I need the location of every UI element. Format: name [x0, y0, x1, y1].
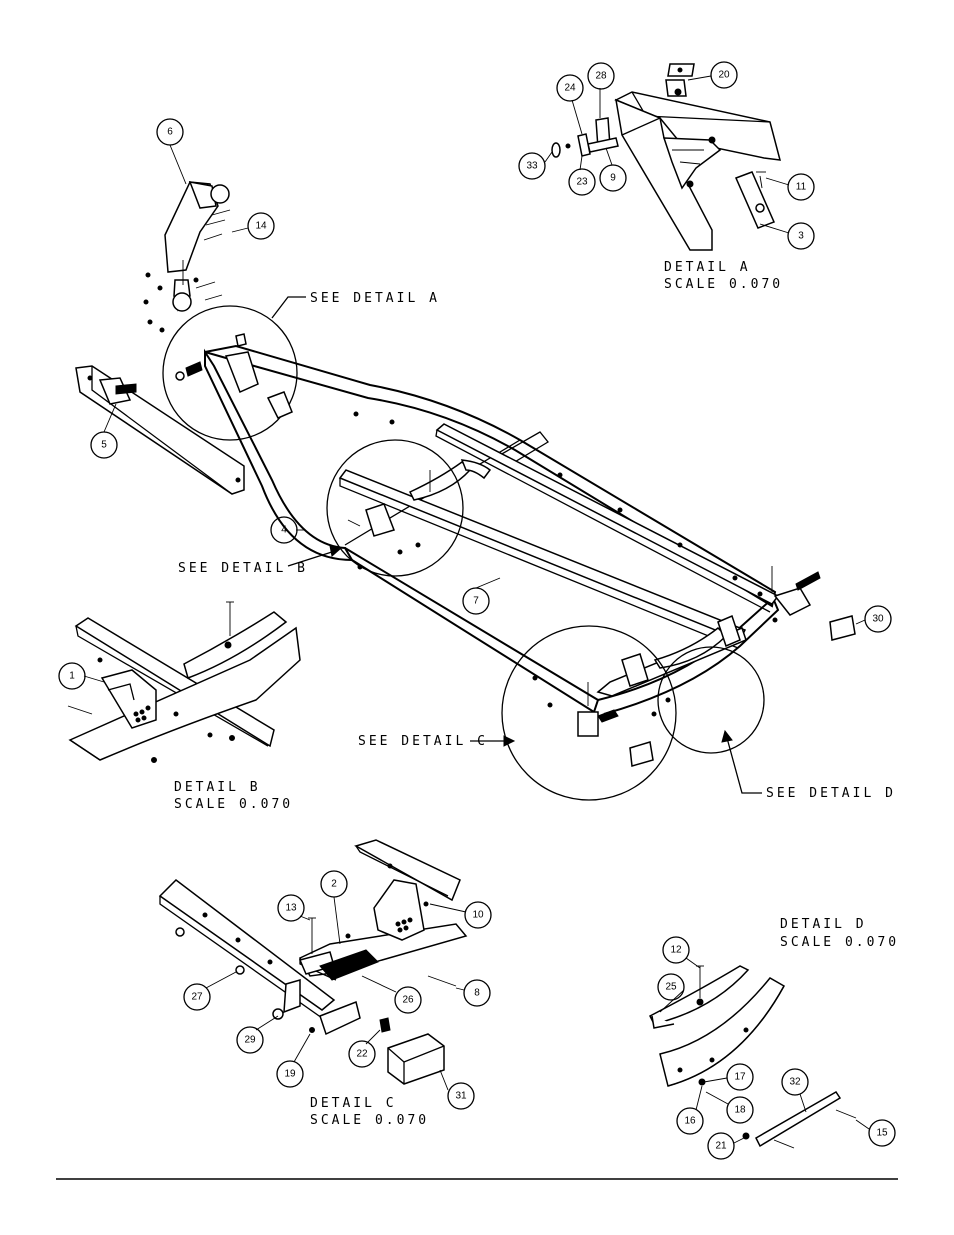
- detail-c-scale: SCALE 0.070: [310, 1113, 429, 1128]
- balloon-6: 6: [156, 118, 187, 185]
- balloon-9-number: 9: [610, 173, 616, 184]
- balloon-29: 29: [236, 1015, 279, 1054]
- balloon-22: 22: [348, 1029, 381, 1068]
- balloon-13-number: 13: [285, 903, 297, 914]
- balloon-21: 21: [707, 1132, 745, 1160]
- balloon-11: 11: [765, 173, 815, 201]
- balloon-17-number: 17: [734, 1072, 746, 1083]
- balloon-14: 14: [231, 212, 275, 240]
- detail-c-title: DETAIL C: [310, 1096, 397, 1111]
- detail-a-callout: SEE DETAIL A: [310, 291, 440, 306]
- balloon-26: 26: [361, 975, 422, 1014]
- hitch-parts: [175, 333, 293, 419]
- balloon-27: 27: [183, 971, 237, 1011]
- balloon-22-number: 22: [356, 1049, 368, 1060]
- balloon-3-number: 3: [798, 231, 804, 242]
- balloon-25-number: 25: [665, 982, 677, 993]
- main-frame: [204, 344, 856, 767]
- balloon-8-number: 8: [474, 988, 480, 999]
- detail-d-drawing: [648, 965, 857, 1149]
- balloon-10: 10: [429, 901, 492, 929]
- detail-c-callout: SEE DETAIL C: [358, 734, 488, 749]
- balloon-19-number: 19: [284, 1069, 296, 1080]
- balloon-4-number: 4: [281, 525, 287, 536]
- callout-leaders: [271, 296, 762, 794]
- balloon-1: 1: [58, 662, 105, 690]
- balloon-7-number: 7: [473, 596, 479, 607]
- part-balloons: 1 2 3 4 5 6 7 8 9 10 11 12 13 14 15 16 1…: [58, 61, 896, 1160]
- balloon-18-number: 18: [734, 1105, 746, 1116]
- balloon-12: 12: [662, 936, 701, 969]
- balloon-23: 23: [568, 155, 596, 196]
- detail-d-scale: SCALE 0.070: [780, 935, 899, 950]
- balloon-33: 33: [518, 151, 553, 180]
- balloon-3: 3: [759, 222, 815, 250]
- balloon-19: 19: [276, 1033, 311, 1088]
- balloon-33-number: 33: [526, 161, 538, 172]
- balloon-32: 32: [781, 1068, 809, 1113]
- balloon-5-number: 5: [101, 440, 107, 451]
- detail-b-drawing: [67, 601, 301, 763]
- balloon-24-number: 24: [564, 83, 576, 94]
- balloon-10-number: 10: [472, 910, 484, 921]
- balloon-2: 2: [320, 870, 348, 945]
- balloon-25: 25: [657, 973, 685, 1013]
- balloon-18: 18: [705, 1091, 754, 1124]
- balloon-16: 16: [676, 1085, 704, 1135]
- balloon-30-number: 30: [872, 614, 884, 625]
- winch-stand: [75, 365, 245, 495]
- balloon-15: 15: [855, 1119, 896, 1147]
- balloon-1-number: 1: [69, 671, 75, 682]
- detail-circles: [162, 305, 765, 801]
- detail-labels: DETAIL A SCALE 0.070 SEE DETAIL A SEE DE…: [174, 260, 899, 1128]
- balloon-31-number: 31: [455, 1091, 467, 1102]
- balloon-23-number: 23: [576, 177, 588, 188]
- winch-assembly: [143, 181, 231, 333]
- balloon-17: 17: [703, 1063, 754, 1091]
- balloon-29-number: 29: [244, 1035, 256, 1046]
- balloon-7: 7: [462, 577, 501, 615]
- balloon-2-number: 2: [331, 879, 337, 890]
- balloon-28-number: 28: [595, 71, 607, 82]
- balloon-11-number: 11: [796, 182, 807, 193]
- balloon-15-number: 15: [876, 1128, 888, 1139]
- balloon-21-number: 21: [715, 1141, 727, 1152]
- balloon-14-number: 14: [255, 221, 267, 232]
- detail-a-title: DETAIL A: [664, 260, 751, 275]
- balloon-26-number: 26: [402, 995, 414, 1006]
- balloon-20: 20: [687, 61, 738, 89]
- detail-a-drawing: [551, 63, 782, 251]
- detail-a-scale: SCALE 0.070: [664, 277, 783, 292]
- balloon-30: 30: [855, 605, 892, 633]
- detail-c-drawing: [158, 839, 468, 1085]
- balloon-6-number: 6: [167, 127, 173, 138]
- balloon-8: 8: [455, 979, 491, 1007]
- balloon-4: 4: [270, 516, 305, 544]
- balloon-16-number: 16: [684, 1116, 696, 1127]
- balloon-9: 9: [599, 147, 627, 192]
- balloon-31: 31: [439, 1069, 475, 1110]
- balloon-24: 24: [556, 74, 584, 135]
- detail-d-callout: SEE DETAIL D: [766, 786, 896, 801]
- detail-b-scale: SCALE 0.070: [174, 797, 293, 812]
- detail-b-title: DETAIL B: [174, 780, 261, 795]
- balloon-32-number: 32: [789, 1077, 801, 1088]
- balloon-13: 13: [277, 894, 311, 922]
- detail-b-callout: SEE DETAIL B: [178, 561, 308, 576]
- balloon-20-number: 20: [718, 70, 730, 81]
- balloon-12-number: 12: [670, 945, 682, 956]
- balloon-27-number: 27: [191, 992, 203, 1003]
- balloon-28: 28: [587, 62, 615, 118]
- detail-d-title: DETAIL D: [780, 917, 867, 932]
- balloon-5: 5: [90, 403, 118, 459]
